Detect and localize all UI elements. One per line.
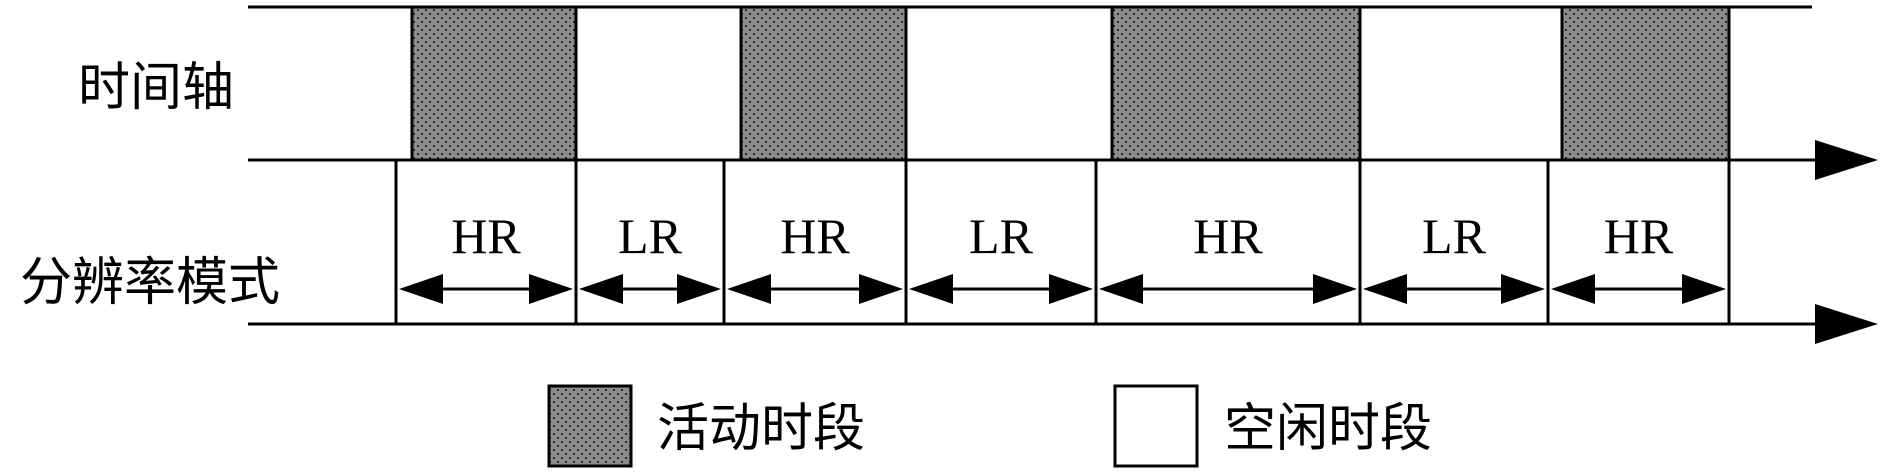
timeline-active-block [1110, 5, 1362, 162]
legend-idle-item: 空闲时段 [1113, 384, 1432, 468]
timeline-blocks [410, 5, 1731, 162]
timeline-idle-block [1358, 5, 1564, 162]
arrowhead-right-icon [1049, 274, 1093, 304]
timeline-idle-block [574, 5, 743, 162]
resolution-arrowhead-icon [1815, 304, 1878, 344]
resolution-mode-row-label: 分辨率模式 [20, 253, 280, 313]
timeline-active-block [1560, 5, 1731, 162]
segment-label: LR [969, 208, 1034, 264]
resolution-segment: LR [904, 160, 1093, 324]
segment-label: HR [780, 208, 850, 264]
timeline-row-label: 时间轴 [78, 58, 234, 118]
segment-label: HR [451, 208, 521, 264]
arrowhead-right-icon [677, 274, 721, 304]
arrowhead-right-icon [1501, 274, 1545, 304]
legend-active-swatch [547, 384, 633, 468]
resolution-segment: LR [1358, 160, 1545, 324]
timeline-active-block [410, 5, 578, 162]
segment-label: LR [1422, 208, 1487, 264]
segment-label: LR [618, 208, 683, 264]
segment-label: HR [1604, 208, 1674, 264]
arrowhead-right-icon [859, 274, 903, 304]
arrowhead-right-icon [529, 274, 573, 304]
timeline-idle-block [904, 5, 1114, 162]
arrowhead-left-icon [909, 274, 953, 304]
arrowhead-left-icon [1099, 274, 1143, 304]
legend-idle-swatch [1113, 384, 1199, 468]
segment-label: HR [1193, 208, 1263, 264]
resolution-segment: HR [1094, 160, 1357, 324]
resolution-segment: HR [394, 160, 573, 324]
legend-active-item: 活动时段 [547, 384, 865, 468]
legend: 活动时段 空闲时段 [547, 384, 1432, 468]
resolution-segment: LR [574, 160, 721, 324]
resolution-segment: HR [1546, 160, 1726, 324]
timeline-row [248, 5, 1878, 180]
arrowhead-left-icon [1551, 274, 1595, 304]
legend-active-label: 活动时段 [657, 399, 865, 459]
resolution-segments: HR LR HR LR HR LR HR [394, 160, 1731, 324]
legend-idle-label: 空闲时段 [1224, 399, 1432, 459]
arrowhead-right-icon [1313, 274, 1357, 304]
arrowhead-left-icon [579, 274, 623, 304]
timeline-active-block [739, 5, 908, 162]
resolution-mode-row: HR LR HR LR HR LR HR [248, 160, 1878, 344]
arrowhead-left-icon [399, 274, 443, 304]
arrowhead-left-icon [1363, 274, 1407, 304]
arrowhead-right-icon [1682, 274, 1726, 304]
resolution-segment: HR [722, 160, 903, 324]
arrowhead-left-icon [727, 274, 771, 304]
timeline-arrowhead-icon [1815, 140, 1878, 180]
